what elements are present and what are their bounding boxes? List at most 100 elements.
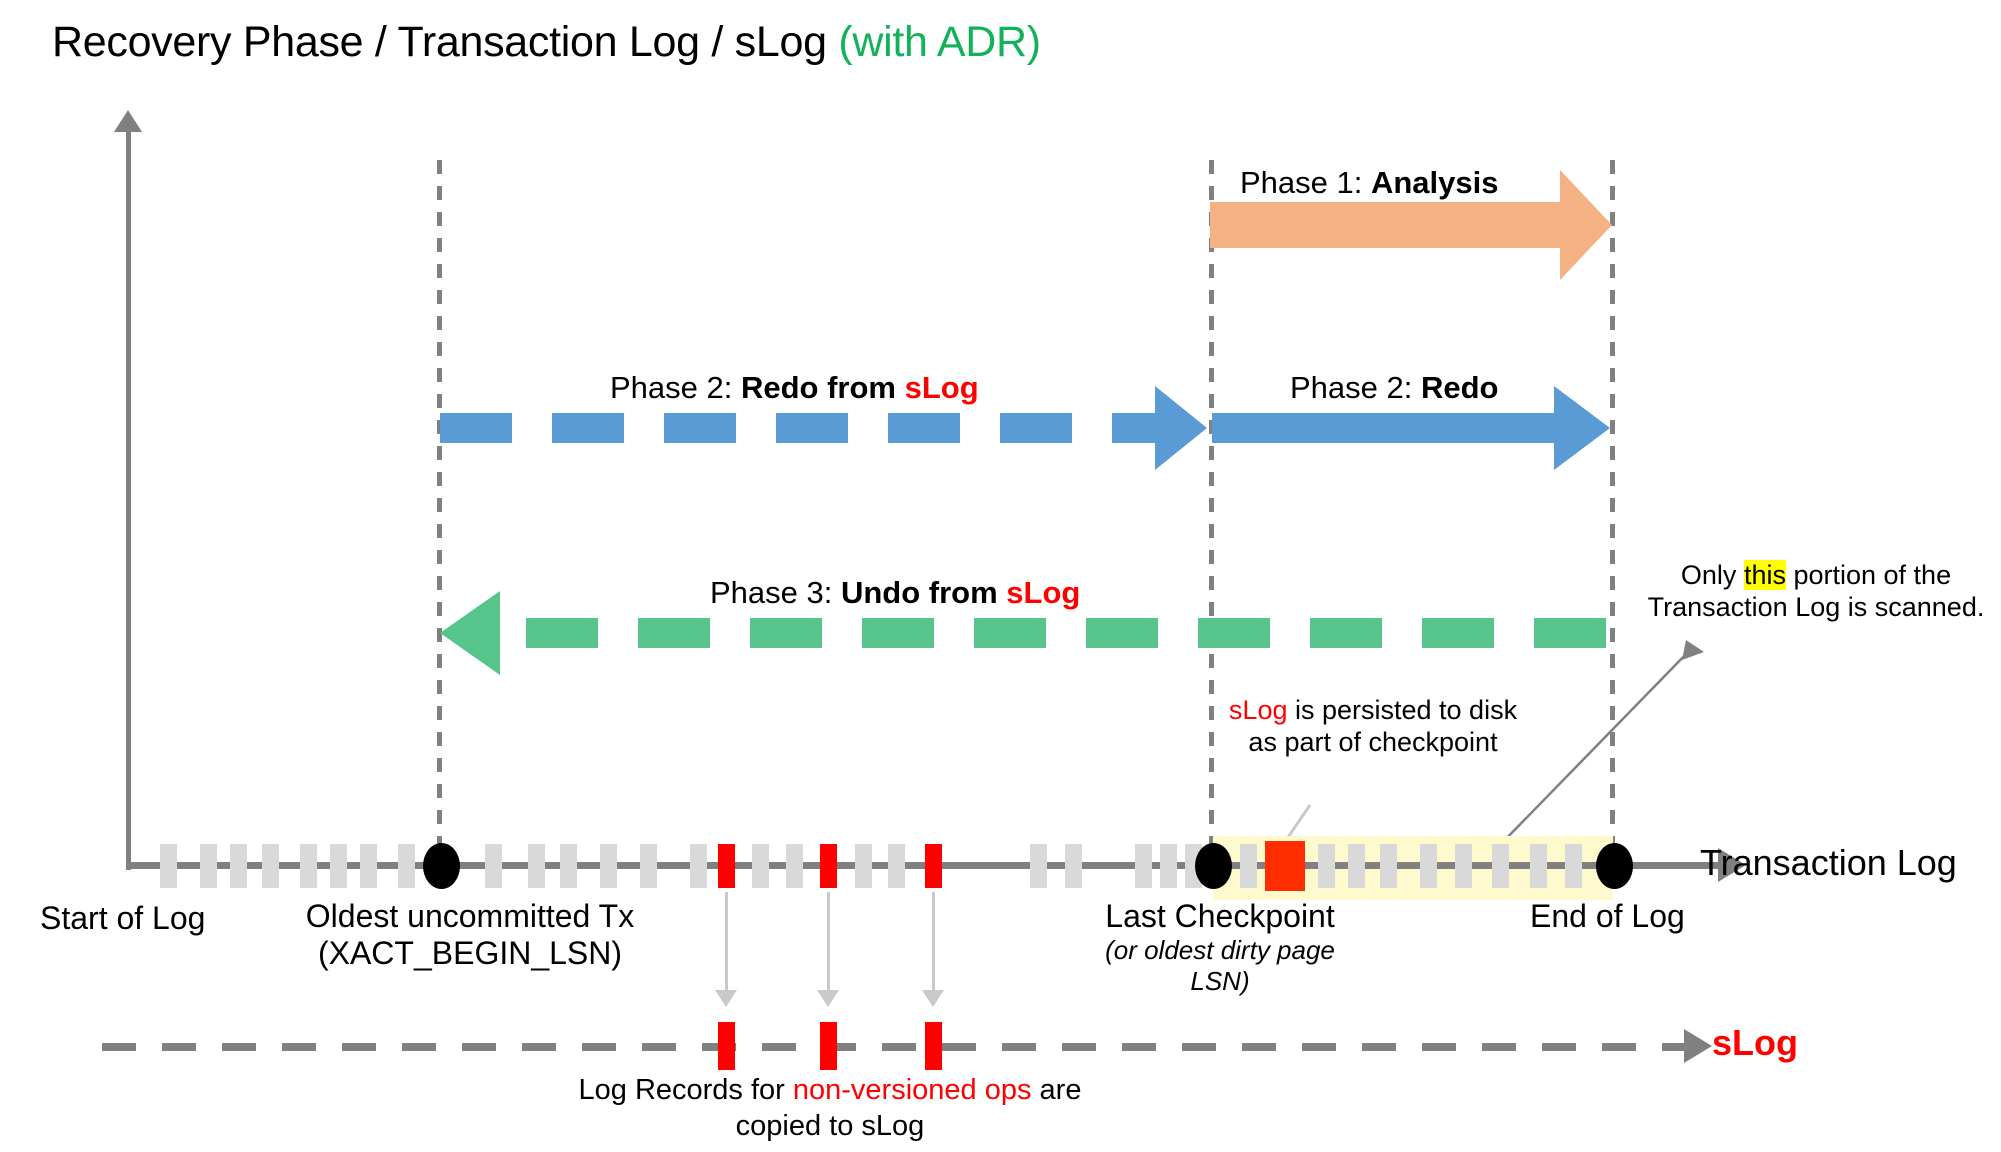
copy-arrow-line (827, 892, 830, 992)
guide-line-end-of-log (1610, 160, 1615, 860)
log-record-tick (230, 844, 247, 888)
annotation-scan-after: portion of the Transaction Log is scanne… (1647, 560, 1985, 622)
annotation-log-records: Log Records for non-versioned ops are co… (560, 1072, 1100, 1145)
log-record-tick (200, 844, 217, 888)
log-record-tick (1065, 844, 1082, 888)
log-record-tick (1565, 844, 1582, 888)
log-record-tick (1318, 844, 1335, 888)
log-record-tick (1420, 844, 1437, 888)
log-record-tick (300, 844, 317, 888)
log-record-tick (888, 844, 905, 888)
phase1-prefix: Phase 1: (1240, 165, 1371, 200)
phase2-slog-arrow-head (1155, 386, 1207, 470)
marker-dot-oldest-uncommitted-tx (423, 843, 460, 889)
phase2-slog-label: Phase 2: Redo from sLog (610, 370, 979, 406)
nonversioned-op-tick (718, 844, 735, 888)
log-record-tick (1455, 844, 1472, 888)
vertical-axis-line (126, 125, 131, 870)
log-record-tick (330, 844, 347, 888)
phase1-arrow-shaft (1210, 202, 1570, 248)
log-record-tick (690, 844, 707, 888)
nonversioned-op-tick (820, 844, 837, 888)
log-record-tick (1530, 844, 1547, 888)
phase3-undo-name: Undo from (840, 575, 1007, 610)
log-record-tick (1492, 844, 1509, 888)
annotation-logrec-before: Log Records for (578, 1074, 793, 1106)
log-record-tick (640, 844, 657, 888)
annotation-slog-rest: is persisted to disk as part of checkpoi… (1248, 695, 1518, 757)
vertical-axis-arrowhead (114, 110, 142, 132)
guide-line-oldest-uncommitted-tx (437, 160, 442, 860)
guide-line-last-checkpoint (1209, 160, 1214, 860)
label-last-checkpoint: Last Checkpoint (or oldest dirty page LS… (1075, 898, 1365, 997)
phase1-name: Analysis (1370, 165, 1499, 200)
phase3-undo-arrow-dashes (500, 618, 1606, 648)
phase3-undo-prefix: Phase 3: (710, 575, 841, 610)
slog-record-tick (718, 1022, 735, 1070)
phase3-undo-arrow-head (440, 591, 500, 675)
phase3-undo-accent: sLog (1006, 575, 1081, 610)
log-record-tick (786, 844, 803, 888)
log-record-tick (528, 844, 545, 888)
phase3-undo-label: Phase 3: Undo from sLog (710, 575, 1080, 611)
phase2-redo-prefix: Phase 2: (1290, 370, 1421, 405)
slog-axis-label: sLog (1712, 1022, 1798, 1063)
copy-arrow-line (932, 892, 935, 992)
page-title: Recovery Phase / Transaction Log / sLog … (52, 18, 1041, 67)
copy-arrow-head (922, 990, 944, 1007)
log-record-tick (160, 844, 177, 888)
slog-checkpoint-block (1265, 841, 1305, 891)
title-main: Recovery Phase / Transaction Log / sLog (52, 18, 839, 66)
transaction-log-axis-label: Transaction Log (1700, 842, 1957, 883)
phase2-redo-arrow-shaft (1212, 413, 1560, 443)
phase2-slog-name: Redo from (740, 370, 905, 405)
label-end-of-log: End of Log (1530, 898, 1685, 934)
label-start-of-log: Start of Log (40, 900, 206, 936)
slog-record-tick (820, 1022, 837, 1070)
slog-record-tick (925, 1022, 942, 1070)
log-record-tick (398, 844, 415, 888)
annotation-scan-before: Only (1680, 560, 1744, 590)
label-last-checkpoint-sub: (or oldest dirty page LSN) (1105, 935, 1335, 996)
title-adr-suffix: (with ADR) (838, 18, 1041, 66)
label-oldest-uncommitted-tx-sub: (XACT_BEGIN_LSN) (317, 935, 623, 971)
phase2-slog-accent: sLog (904, 370, 979, 405)
log-record-tick (262, 844, 279, 888)
copy-arrow-head (715, 990, 737, 1007)
annotation-slog-persisted: sLog is persisted to disk as part of che… (1228, 695, 1518, 759)
slog-arrowhead (1684, 1029, 1712, 1063)
log-record-tick (1380, 844, 1397, 888)
log-record-tick (360, 844, 377, 888)
log-record-tick (485, 844, 502, 888)
annotation-slog-accent: sLog (1228, 695, 1288, 725)
annotation-scan-portion: Only this portion of the Transaction Log… (1640, 560, 1992, 624)
log-record-tick (855, 844, 872, 888)
transaction-log-arrowhead (1718, 848, 1746, 882)
log-record-tick (1160, 844, 1177, 888)
label-oldest-uncommitted-tx: Oldest uncommitted Tx (XACT_BEGIN_LSN) (270, 898, 670, 972)
log-record-tick (1240, 844, 1257, 888)
phase1-label: Phase 1: Analysis (1240, 165, 1499, 201)
log-record-tick (1030, 844, 1047, 888)
phase2-redo-arrow-head (1554, 386, 1610, 470)
annotation-scan-highlight: this (1743, 560, 1786, 590)
copy-arrow-line (725, 892, 728, 992)
annotation-logrec-after: are copied to sLog (735, 1074, 1082, 1143)
phase2-slog-prefix: Phase 2: (610, 370, 741, 405)
phase1-arrow-head (1560, 170, 1612, 280)
label-oldest-uncommitted-tx-main: Oldest uncommitted Tx (305, 898, 635, 934)
slog-axis-line (102, 1043, 1692, 1051)
marker-dot-end-of-log (1596, 843, 1633, 889)
log-record-tick (1135, 844, 1152, 888)
log-record-tick (600, 844, 617, 888)
phase2-redo-name: Redo (1420, 370, 1499, 405)
log-record-tick (560, 844, 577, 888)
annotation-logrec-accent: non-versioned ops (792, 1074, 1032, 1106)
log-record-tick (1348, 844, 1365, 888)
phase2-redo-label: Phase 2: Redo (1290, 370, 1498, 406)
marker-dot-last-checkpoint (1195, 843, 1232, 889)
copy-arrow-head (817, 990, 839, 1007)
nonversioned-op-tick (925, 844, 942, 888)
phase2-slog-arrow-dashes (440, 413, 1160, 443)
